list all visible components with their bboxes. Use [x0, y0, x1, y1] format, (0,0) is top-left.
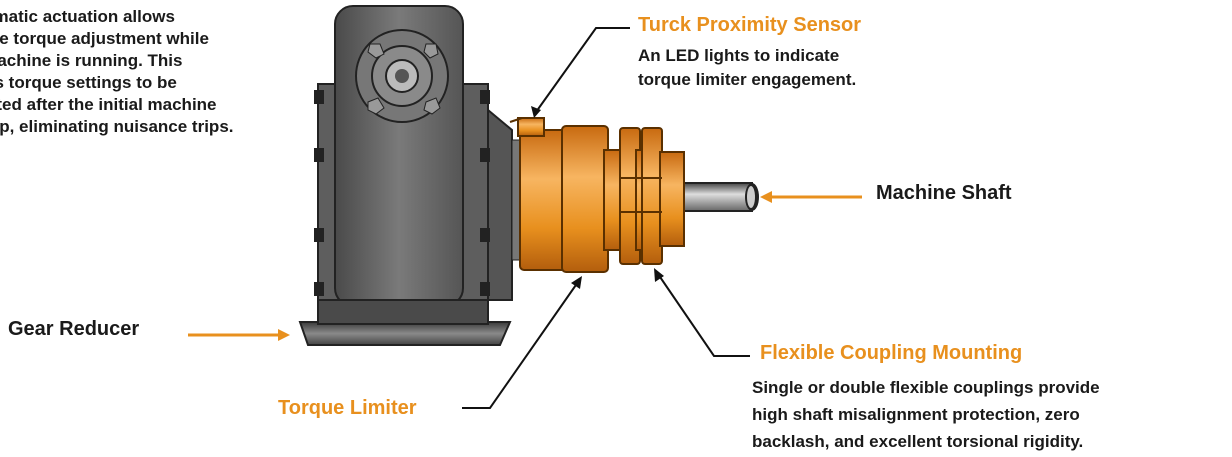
- coupling-desc-line: backlash, and excellent torsional rigidi…: [752, 432, 1084, 451]
- machine-shaft-label: Machine Shaft: [876, 182, 1012, 204]
- machine-shaft: [679, 182, 759, 212]
- sensor-title: Turck Proximity Sensor: [638, 14, 862, 36]
- intro-line: remote torque adjustment while: [0, 29, 209, 48]
- sensor-description: An LED lights to indicate torque limiter…: [638, 44, 856, 92]
- intro-line: startup, eliminating nuisance trips.: [0, 117, 234, 136]
- sensor-desc-line: torque limiter engagement.: [638, 70, 857, 89]
- callout-lines: [188, 27, 862, 409]
- gear-reducer-label: Gear Reducer: [8, 318, 140, 340]
- torque-limiter-coupling: [511, 125, 685, 273]
- torque-limiter-label: Torque Limiter: [278, 397, 417, 419]
- intro-line: the machine is running. This: [0, 51, 183, 70]
- coupling-desc-line: high shaft misalignment protection, zero: [752, 405, 1080, 424]
- intro-line: Pneumatic actuation allows: [0, 7, 175, 26]
- coupling-title: Flexible Coupling Mounting: [760, 342, 1023, 364]
- intro-line: adjusted after the initial machine: [0, 95, 217, 114]
- intro-text: Pneumatic actuation allows remote torque…: [0, 6, 234, 138]
- coupling-description: Single or double flexible couplings prov…: [752, 374, 1100, 455]
- coupling-desc-line: Single or double flexible couplings prov…: [752, 378, 1100, 397]
- proximity-sensor: [509, 117, 545, 137]
- sensor-desc-line: An LED lights to indicate: [638, 46, 840, 65]
- intro-line: allows torque settings to be: [0, 73, 177, 92]
- gear-reducer-body: [298, 5, 513, 346]
